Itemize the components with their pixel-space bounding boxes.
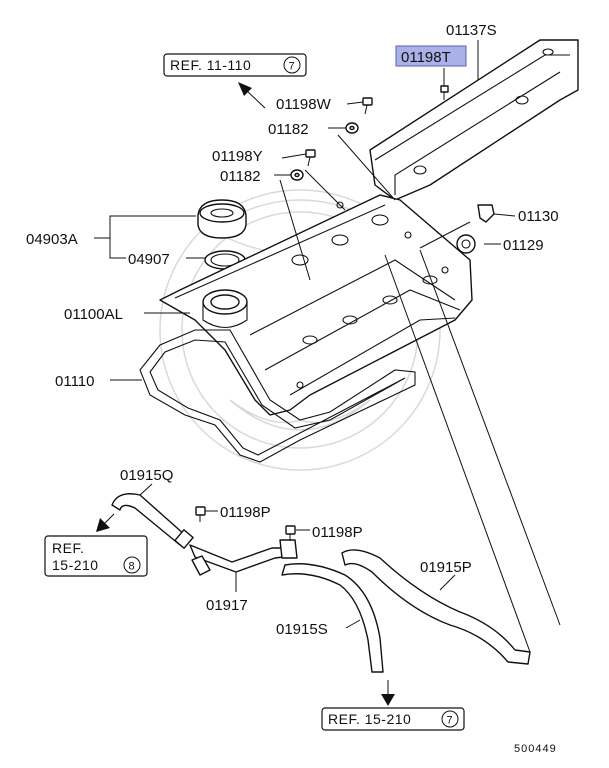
label-01915S: 01915S xyxy=(276,621,328,638)
label-01129: 01129 xyxy=(503,237,544,254)
ref-arrow-left-icon xyxy=(96,513,115,532)
label-01915Q: 01915Q xyxy=(120,467,173,484)
pcv-valve-01130-icon xyxy=(477,204,516,223)
ref-bottom-text: REF. 15-210 xyxy=(328,711,411,727)
grommet-01129-icon xyxy=(456,234,476,254)
ref-left-line1: REF. xyxy=(52,540,84,556)
ref-top-text: REF. 11-110 xyxy=(170,57,251,73)
ref-box-left[interactable]: REF. 15-210 8 xyxy=(44,535,148,577)
bolt-01198W-icon xyxy=(362,97,373,115)
diagram-number: 500449 xyxy=(514,743,557,755)
label-01130: 01130 xyxy=(518,208,559,225)
label-01182-upper: 01182 xyxy=(268,121,309,138)
label-01198P-a: 01198P xyxy=(220,504,271,521)
label-01182-lower: 01182 xyxy=(220,168,261,185)
label-01137S: 01137S xyxy=(446,22,497,39)
label-01110: 01110 xyxy=(55,373,95,390)
engine-cover-01137S xyxy=(369,39,579,201)
washer-01182-lower-icon xyxy=(290,169,304,181)
bolt-01198T-icon xyxy=(440,85,449,100)
label-01198W: 01198W xyxy=(276,96,332,113)
oil-cap-04903A-icon xyxy=(197,199,247,239)
ref-box-bottom[interactable]: REF. 15-210 7 xyxy=(321,707,465,731)
ref-arrow-top-icon xyxy=(238,82,266,109)
ref-bottom-num: 7 xyxy=(447,715,453,727)
cover-gasket-01110 xyxy=(139,329,416,463)
ref-left-line2: 15-210 xyxy=(52,557,99,573)
label-01198T: 01198T xyxy=(401,49,451,66)
bolt-01198P-a-icon xyxy=(195,506,206,522)
label-01198Y: 01198Y xyxy=(212,148,263,165)
washer-01182-upper-icon xyxy=(345,122,359,134)
hose-01915S xyxy=(281,563,384,673)
ref-left-num: 8 xyxy=(129,561,135,573)
ref-arrow-bottom-icon xyxy=(381,680,395,706)
label-01198P-b: 01198P xyxy=(312,524,363,541)
label-01917: 01917 xyxy=(206,597,248,614)
pipe-01917 xyxy=(189,539,298,576)
hose-01915P xyxy=(341,549,531,665)
hose-01915Q xyxy=(111,493,194,549)
label-01915P: 01915P xyxy=(420,559,472,576)
ref-top-num: 7 xyxy=(289,61,295,73)
label-04903A: 04903A xyxy=(26,231,78,248)
leader-lines xyxy=(94,40,561,653)
highlight-01198T xyxy=(395,45,467,67)
ref-box-top[interactable]: REF. 11-110 7 xyxy=(163,53,307,77)
rocker-cover-01100AL xyxy=(159,194,473,416)
label-01100AL: 01100AL xyxy=(64,306,123,323)
bolt-01198P-b-icon xyxy=(285,525,296,541)
bolt-01198Y-icon xyxy=(305,149,316,167)
label-04907: 04907 xyxy=(128,251,170,268)
